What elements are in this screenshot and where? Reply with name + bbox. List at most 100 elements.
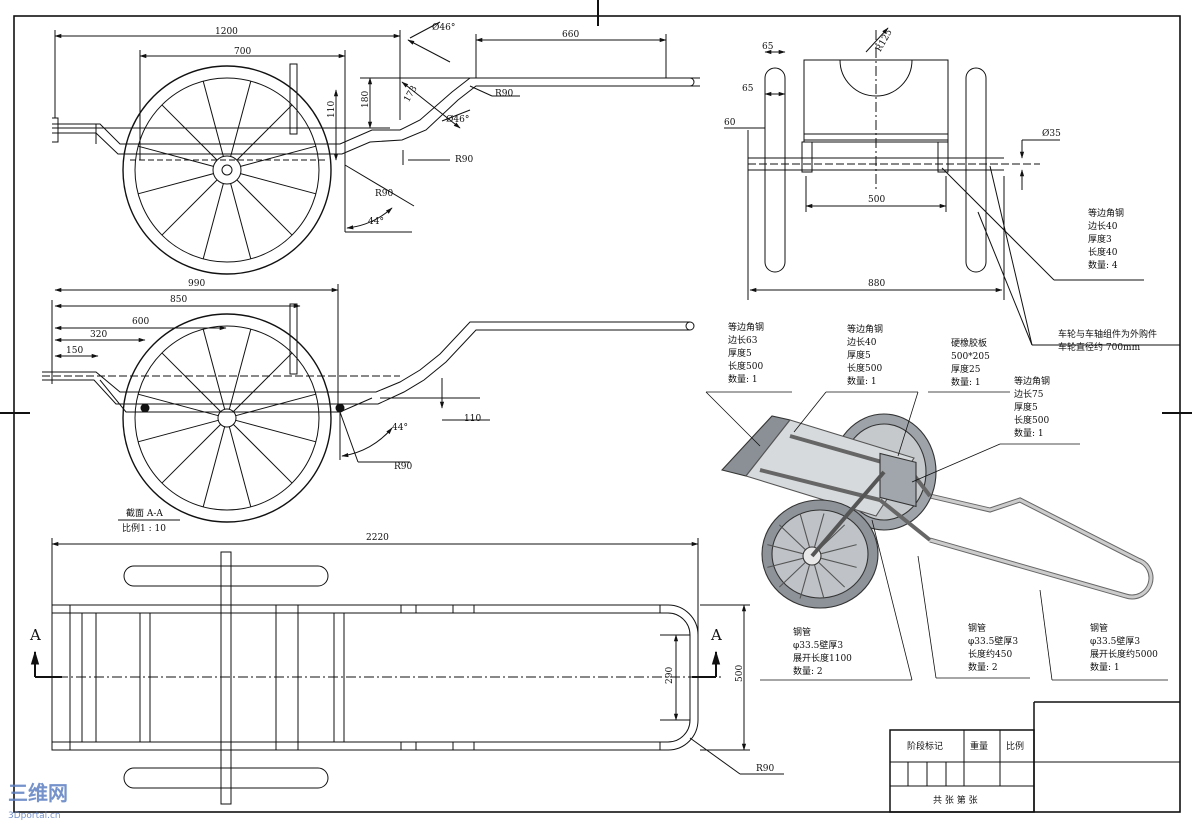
svg-text:数量: 2: 数量: 2 (793, 665, 823, 677)
wheel-spoke (161, 179, 218, 236)
iso-leaders (705, 391, 1168, 681)
section-view-labels: 990 850 600 320 150 110 44° R90 截面 A-A 比… (66, 279, 481, 534)
wheel-spoke (202, 183, 224, 259)
side-view (52, 21, 700, 275)
svg-text:等边角钢: 等边角钢 (728, 321, 764, 333)
svg-text:数量: 1: 数量: 1 (1014, 427, 1044, 439)
svg-text:3Dportal.cn: 3Dportal.cn (8, 811, 61, 821)
wheel-spoke (813, 513, 825, 548)
svg-text:长度500: 长度500 (847, 362, 882, 374)
title-block-labels: 阶段标记 重量 比例 共 张 第 张 (907, 740, 1024, 806)
dim-r90-c: R90 (375, 189, 394, 199)
section-mark-a-left: A (29, 626, 41, 644)
dim-850: 850 (170, 295, 187, 305)
tb-sheets: 共 张 第 张 (933, 794, 978, 806)
dim-150: 150 (66, 346, 83, 356)
wheel-spoke (240, 173, 316, 195)
svg-text:车轮与车轴组件为外购件: 车轮与车轴组件为外购件 (1058, 328, 1157, 340)
dim-2220: 2220 (366, 533, 389, 543)
wheel-spoke (230, 183, 252, 259)
dim-1200: 1200 (215, 27, 238, 37)
dim-phi35: Ø35 (1042, 128, 1061, 139)
svg-text:等边角钢: 等边角钢 (847, 323, 883, 335)
svg-text:钢管: 钢管 (1090, 622, 1108, 634)
wheel-spoke (161, 104, 218, 161)
wheel-spoke (236, 104, 293, 161)
svg-text:边长75: 边长75 (1014, 388, 1044, 400)
dim-880: 880 (868, 279, 885, 289)
dim-r125: R125 (874, 28, 895, 54)
end-view (724, 27, 1180, 346)
svg-text:钢管: 钢管 (968, 622, 986, 634)
svg-text:厚度5: 厚度5 (847, 349, 871, 361)
wheel-spoke (767, 544, 804, 555)
wheel-spoke (778, 561, 806, 588)
dim-500-plan: 500 (735, 665, 745, 682)
note-tube-5000: 钢管 φ33.5壁厚3 展开长度约5000 数量: 1 (1090, 622, 1158, 673)
svg-text:数量: 1: 数量: 1 (951, 376, 981, 388)
wheel-spoke (818, 561, 846, 588)
svg-text:车轮直径约 700mm: 车轮直径约 700mm (1058, 341, 1141, 353)
dim-phi46-top: Ø46° (432, 22, 455, 33)
dim-r90-b: R90 (455, 155, 474, 165)
svg-text:φ33.5壁厚3: φ33.5壁厚3 (1090, 635, 1140, 647)
wheel-spoke (228, 329, 252, 410)
plan-view (30, 538, 784, 805)
svg-text:长度40: 长度40 (1088, 246, 1118, 258)
iso-notes: 等边角钢 边长63 厚度5 长度500 数量: 1 等边角钢 边长40 厚度5 … (728, 321, 1158, 677)
note-angle-40x3: 等边角钢 边长40 厚度3 长度40 数量: 4 (1088, 207, 1124, 271)
svg-text:展开长度1100: 展开长度1100 (793, 652, 852, 664)
wheel-spoke (767, 557, 804, 568)
svg-text:三维网: 三维网 (8, 781, 68, 805)
dim-320: 320 (90, 330, 107, 340)
tb-weight: 重量 (970, 740, 988, 752)
svg-text:钢管: 钢管 (793, 626, 811, 638)
svg-text:等边角钢: 等边角钢 (1014, 375, 1050, 387)
wheel-spoke (233, 424, 293, 484)
svg-text:边长40: 边长40 (847, 336, 877, 348)
svg-text:长度500: 长度500 (1014, 414, 1049, 426)
dim-660: 660 (562, 30, 579, 40)
svg-text:φ33.5壁厚3: φ33.5壁厚3 (793, 639, 843, 651)
tb-stage: 阶段标记 (907, 740, 943, 752)
dim-r90-plan: R90 (756, 764, 775, 774)
svg-text:长度约450: 长度约450 (968, 648, 1012, 660)
svg-text:展开长度约5000: 展开长度约5000 (1090, 648, 1158, 660)
note-angle-40x5: 等边角钢 边长40 厚度5 长度500 数量: 1 (847, 323, 883, 387)
dim-60: 60 (724, 118, 736, 128)
tb-scale: 比例 (1006, 740, 1024, 752)
dim-65b: 65 (742, 84, 754, 94)
note-angle-75: 等边角钢 边长75 厚度5 长度500 数量: 1 (1014, 375, 1050, 439)
svg-text:数量: 1: 数量: 1 (847, 375, 877, 387)
wheel-side (122, 65, 332, 275)
note-angle-63: 等边角钢 边长63 厚度5 长度500 数量: 1 (728, 321, 764, 385)
svg-text:边长40: 边长40 (1088, 220, 1118, 232)
wheel-spoke (799, 564, 811, 599)
wheel-spoke (778, 524, 806, 551)
svg-text:数量: 1: 数量: 1 (1090, 661, 1120, 673)
dim-110-sec: 110 (464, 414, 481, 424)
dim-500: 500 (868, 195, 885, 205)
dim-phi46-mid: Ø46° (446, 114, 469, 125)
svg-text:数量: 1: 数量: 1 (728, 373, 758, 385)
wheel-spoke (820, 557, 857, 568)
section-scale: 比例1 : 10 (122, 522, 166, 534)
end-view-labels: 65 65 60 R125 Ø35 500 880 等边角钢 边长40 厚度3 … (724, 28, 1157, 353)
svg-text:φ33.5壁厚3: φ33.5壁厚3 (968, 635, 1018, 647)
svg-text:等边角钢: 等边角钢 (1088, 207, 1124, 219)
wheel-spoke (799, 513, 811, 548)
note-tube-450: 钢管 φ33.5壁厚3 长度约450 数量: 2 (968, 622, 1018, 673)
wheel-spoke (202, 329, 226, 410)
section-view (42, 284, 695, 523)
svg-text:厚度25: 厚度25 (951, 363, 981, 375)
svg-text:厚度5: 厚度5 (728, 347, 752, 359)
svg-text:数量: 2: 数量: 2 (968, 661, 998, 673)
watermark-logo: 三维网 3Dportal.cn (8, 781, 68, 821)
dim-700: 700 (234, 47, 251, 57)
wheel-spoke (202, 426, 226, 507)
isometric-view (720, 413, 1154, 609)
svg-text:500*205: 500*205 (951, 352, 990, 362)
dim-44: 44° (368, 217, 384, 227)
